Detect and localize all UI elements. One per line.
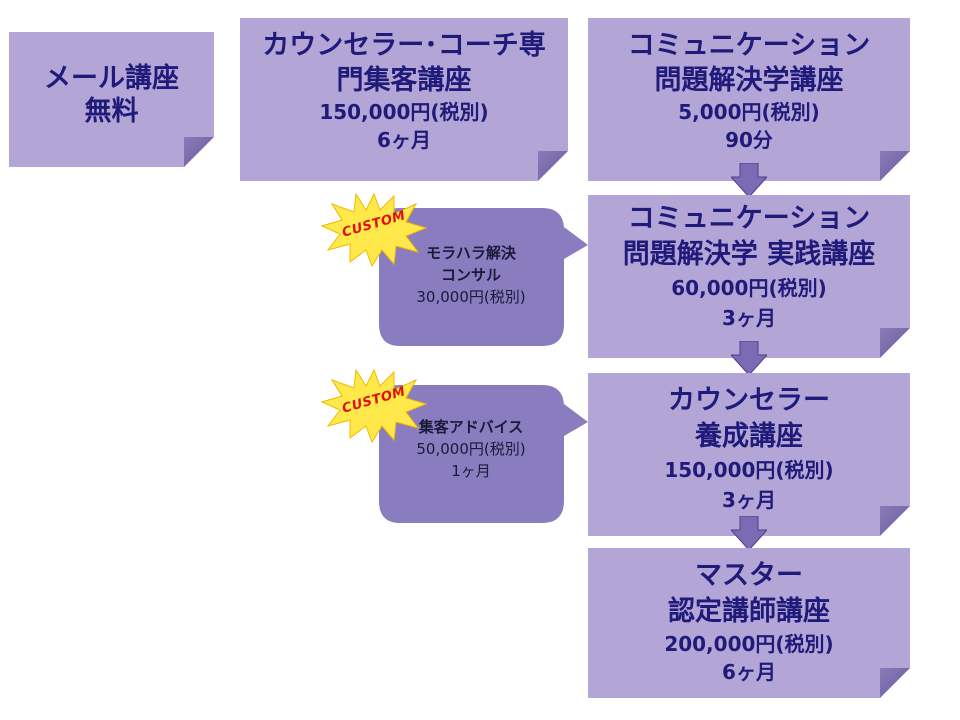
course-card-master-instructor: マスター 認定講師講座 200,000円(税別) 6ヶ月	[588, 548, 910, 698]
course-card-mail: メール講座 無料	[9, 32, 214, 167]
custom-starburst-badge: CUSTOM	[320, 366, 428, 444]
card-title-line: 問題解決学講座	[654, 65, 844, 96]
card-duration: 6ヶ月	[722, 660, 776, 684]
callout-title-line: コンサル	[440, 266, 501, 284]
callout-title-line: モラハラ解決	[426, 244, 516, 262]
card-title-line: メール講座	[44, 63, 179, 94]
page-fold-corner	[184, 137, 214, 167]
down-arrow-icon	[731, 341, 767, 375]
card-price: 60,000円(税別)	[671, 276, 827, 300]
down-arrow-icon	[731, 163, 767, 197]
card-duration: 90分	[725, 128, 773, 152]
callout-bubble-shape	[379, 208, 588, 346]
card-title-line: 養成講座	[695, 421, 803, 452]
card-price: 150,000円(税別)	[664, 458, 834, 482]
card-price: 5,000円(税別)	[678, 100, 820, 124]
callout-bubble-shape	[379, 385, 588, 523]
card-title-line: カウンセラー･コーチ専	[262, 30, 546, 61]
custom-starburst-badge: CUSTOM	[320, 190, 428, 268]
card-price: 200,000円(税別)	[664, 632, 834, 656]
card-duration: 3ヶ月	[722, 306, 776, 330]
course-card-counselor-training: カウンセラー 養成講座 150,000円(税別) 3ヶ月	[588, 373, 910, 536]
page-fold-corner	[538, 151, 568, 181]
card-duration: 6ヶ月	[377, 128, 431, 152]
card-title-line: 問題解決学 実践講座	[622, 239, 876, 270]
callout-moral-harassment-consult: モラハラ解決 コンサル 30,000円(税別)	[378, 207, 590, 347]
card-title-line: 門集客講座	[336, 65, 472, 96]
card-title-line: コミュニケーション	[627, 203, 871, 234]
page-fold-corner	[880, 151, 910, 181]
course-card-coach-marketing: カウンセラー･コーチ専 門集客講座 150,000円(税別) 6ヶ月	[240, 18, 568, 181]
starburst-icon	[320, 192, 428, 268]
card-title-line: コミュニケーション	[627, 30, 871, 61]
course-card-communication: コミュニケーション 問題解決学講座 5,000円(税別) 90分	[588, 18, 910, 181]
page-fold-corner	[880, 328, 910, 358]
callout-title-line: 集客アドバイス	[418, 418, 524, 436]
callout-marketing-advice: 集客アドバイス 50,000円(税別) 1ヶ月	[378, 384, 590, 524]
course-card-communication-practice: コミュニケーション 問題解決学 実践講座 60,000円(税別) 3ヶ月	[588, 195, 910, 358]
card-price: 150,000円(税別)	[319, 100, 489, 124]
page-fold-corner	[880, 506, 910, 536]
callout-duration: 1ヶ月	[451, 462, 491, 480]
card-title-line: 無料	[84, 96, 139, 127]
page-fold-corner	[880, 668, 910, 698]
starburst-icon	[320, 368, 428, 444]
card-title-line: カウンセラー	[668, 385, 830, 416]
down-arrow-icon	[731, 516, 767, 550]
card-duration: 3ヶ月	[722, 488, 776, 512]
card-title-line: マスター	[695, 560, 803, 591]
card-title-line: 認定講師講座	[668, 596, 830, 627]
callout-price: 50,000円(税別)	[416, 440, 526, 458]
callout-price: 30,000円(税別)	[416, 288, 526, 306]
